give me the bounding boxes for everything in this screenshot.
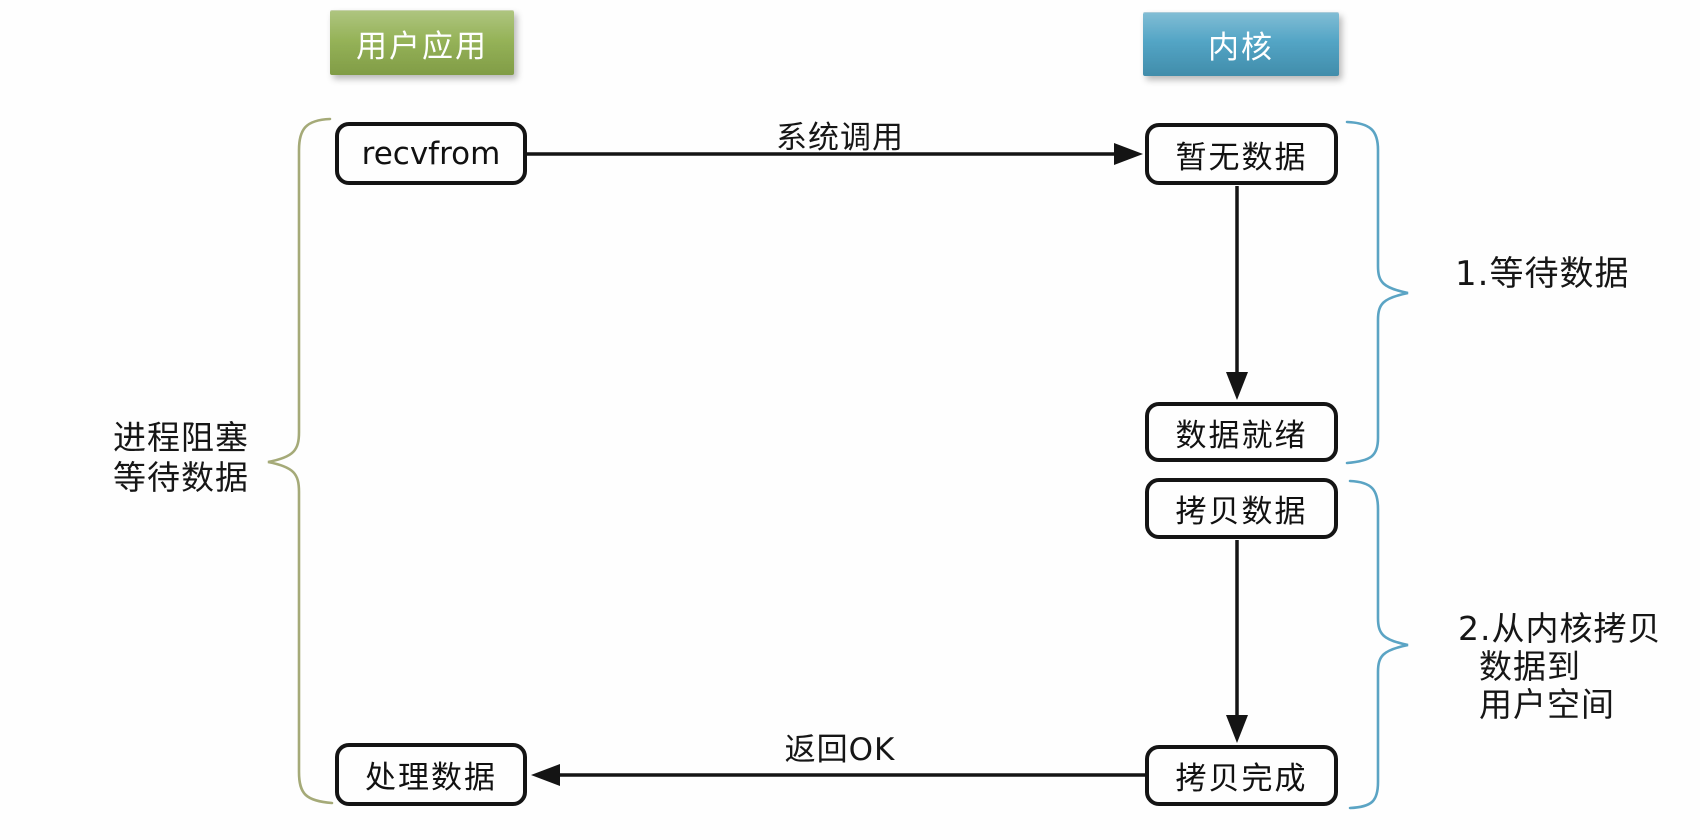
process-blocked-line2: 等待数据 [113,458,249,497]
process-blocked-annotation: 进程阻塞 等待数据 [96,418,266,498]
phase2-copy-annotation: 2.从内核拷贝 数据到 用户空间 [1458,610,1662,724]
curly-brace-right-copy-icon [1348,479,1409,810]
node-no-data-yet: 暂无数据 [1145,123,1338,185]
node-copy-complete: 拷贝完成 [1145,745,1338,806]
copying-arrow [1226,540,1248,743]
phase2-copy-line1: 2.从内核拷贝 [1458,609,1662,648]
node-copy-data: 拷贝数据 [1145,478,1338,539]
phase2-copy-line2: 数据到 [1479,647,1581,686]
node-data-ready: 数据就绪 [1145,402,1338,462]
curly-brace-right-wait-icon [1345,120,1409,465]
process-blocked-line1: 进程阻塞 [113,418,249,457]
kernel-header: 内核 [1143,12,1339,76]
system-call-arrow-label: 系统调用 [776,120,904,156]
node-recvfrom: recvfrom [335,122,527,185]
return-ok-arrow-label: 返回OK [784,732,896,768]
node-process-data: 处理数据 [335,743,527,806]
wait-data-arrow [1226,186,1248,400]
phase1-wait-data-annotation: 1.等待数据 [1455,254,1630,294]
user-application-header: 用户应用 [330,10,514,75]
phase2-copy-line3: 用户空间 [1479,685,1615,724]
curly-brace-left-icon [267,117,334,805]
